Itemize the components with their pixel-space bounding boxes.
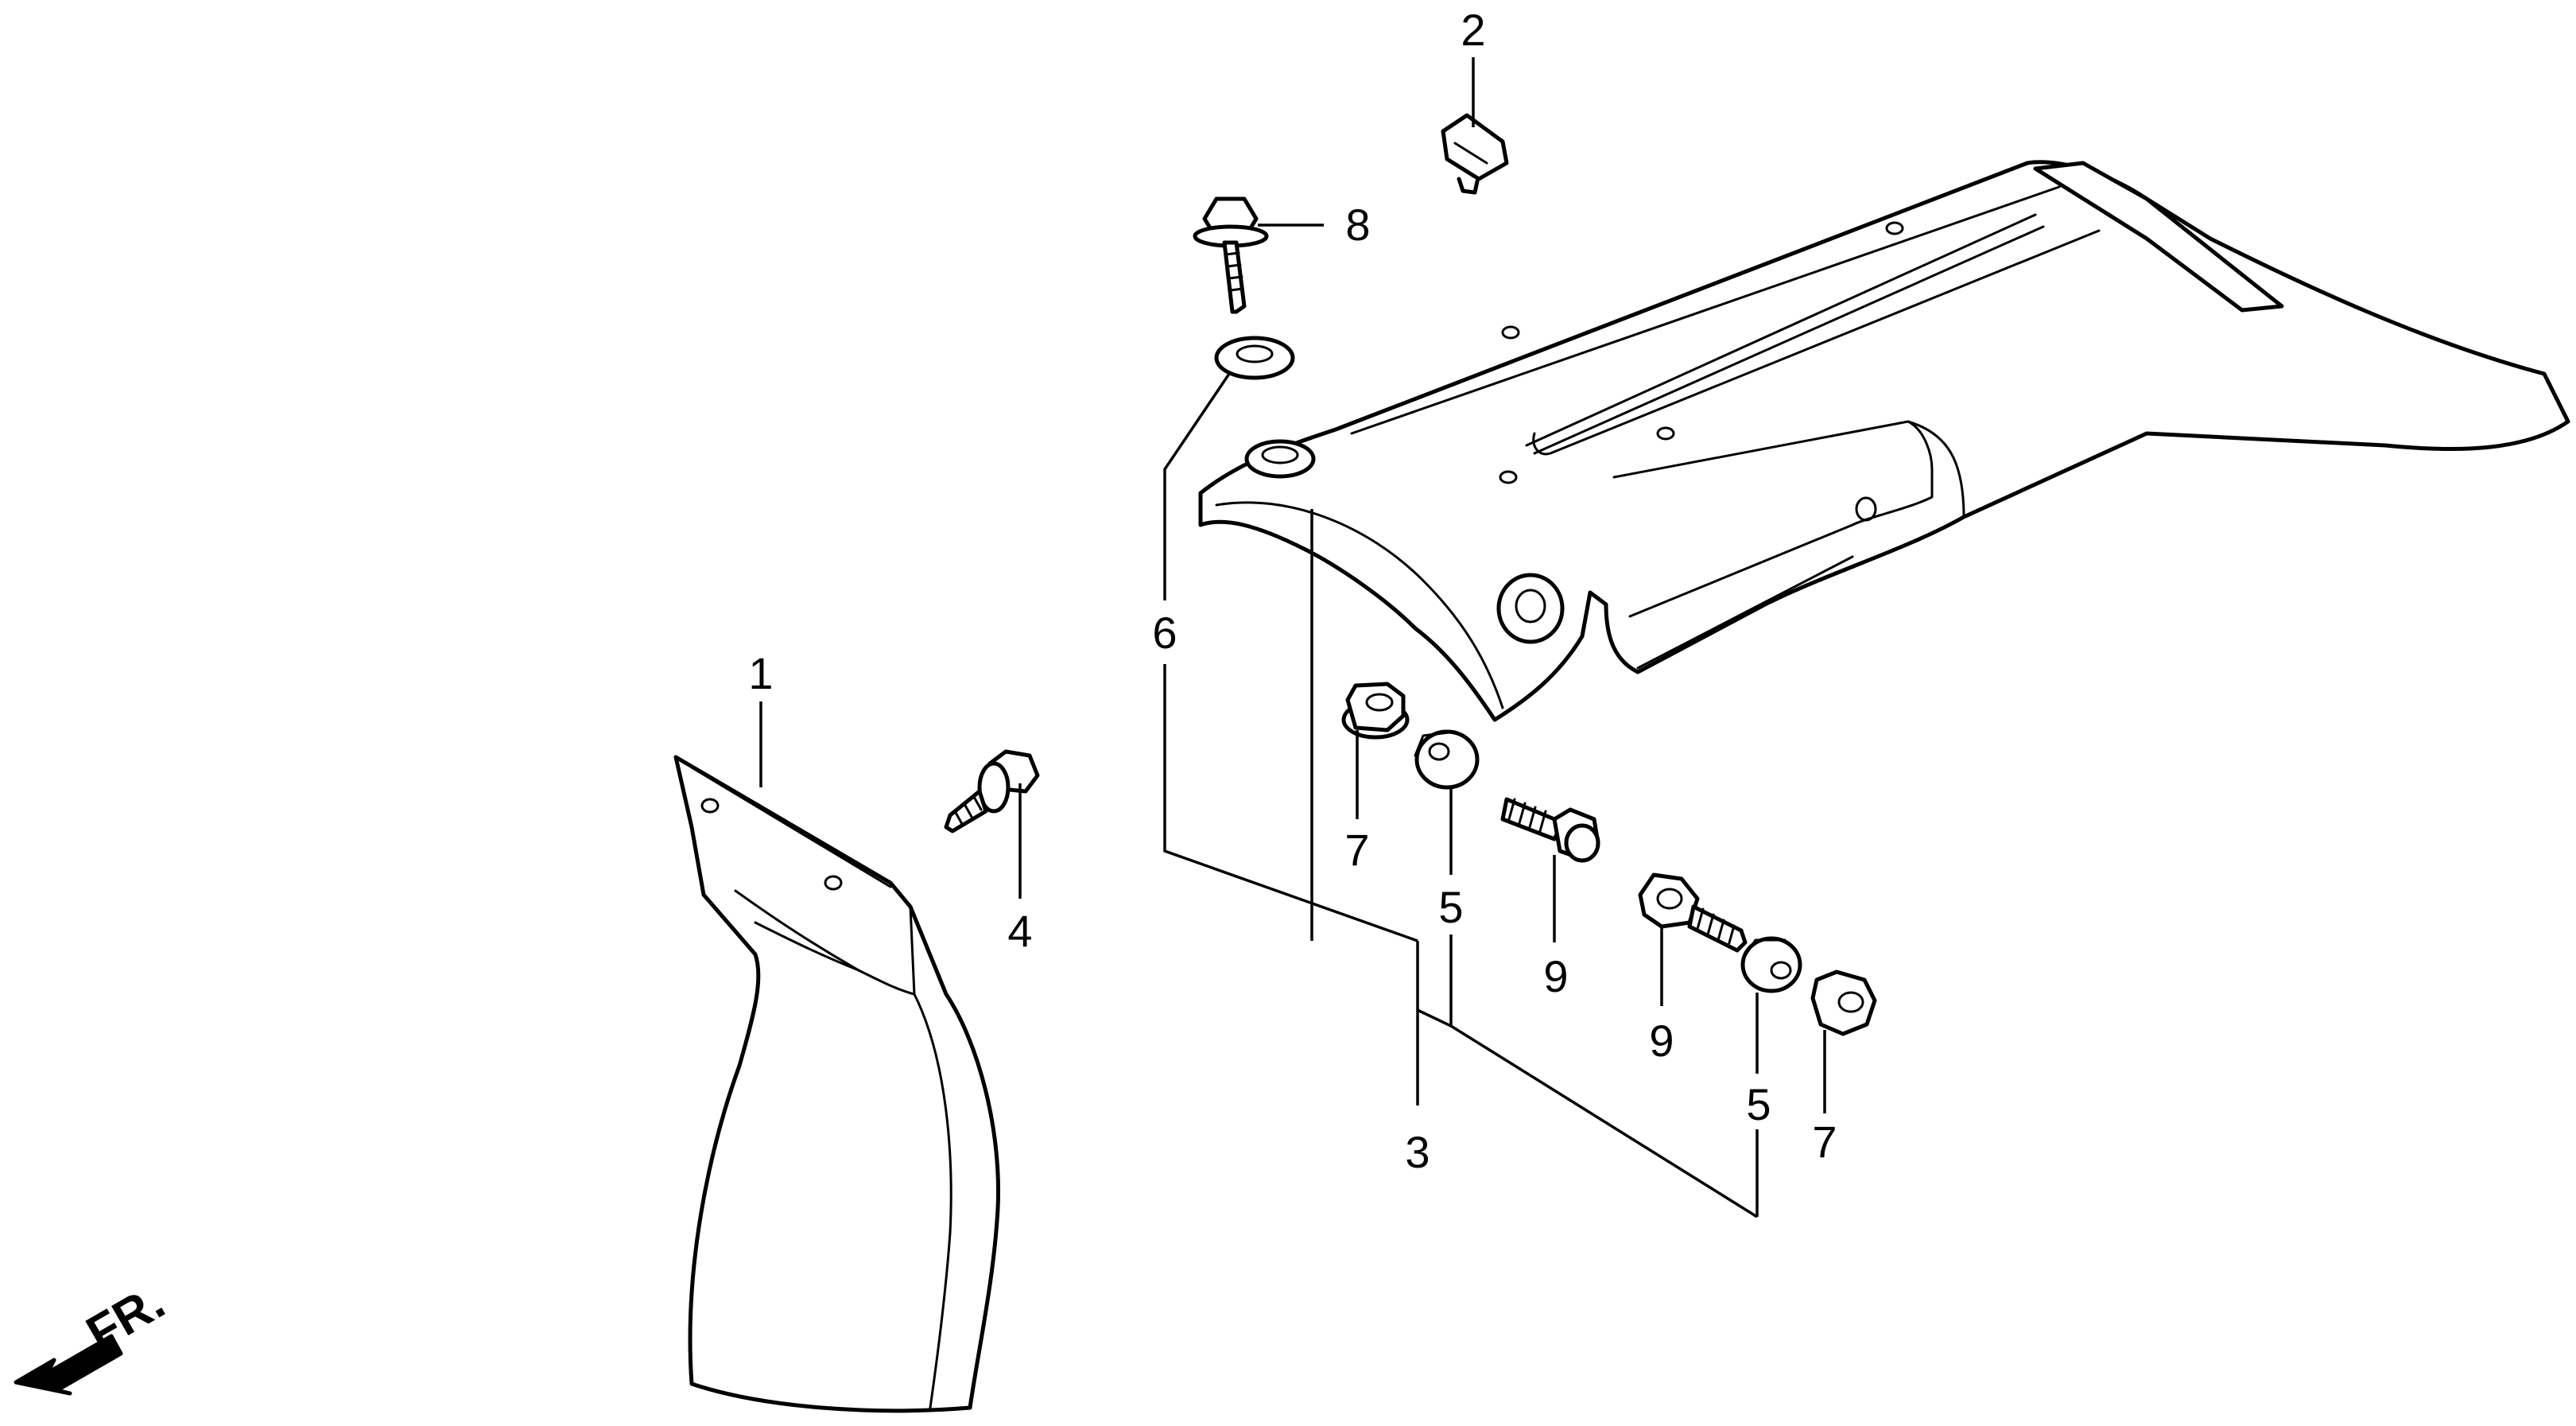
- flange-nut-part-7-upper: [1341, 682, 1410, 740]
- bolt-part-8: [1193, 196, 1269, 314]
- front-direction-indicator: FR.: [14, 1274, 173, 1396]
- flange-nut-part-7-lower: [1810, 969, 1877, 1036]
- callout-7-lower: 7: [1812, 1117, 1837, 1167]
- callout-3: 3: [1405, 1127, 1430, 1177]
- callout-labels: 1 2 3 4 5 5 6 7 7 8 9 9: [748, 5, 1837, 1177]
- callout-5-lower: 5: [1746, 1079, 1771, 1129]
- callout-9-lower: 9: [1649, 1016, 1674, 1066]
- washer-part-5-lower: [1740, 936, 1802, 993]
- clip-part-2: [1441, 113, 1509, 195]
- bolt-part-9-lower: [1638, 872, 1748, 953]
- grommet-part-6: [1214, 336, 1295, 380]
- callout-5-upper: 5: [1438, 882, 1463, 932]
- bolt-part-9-upper: [1500, 797, 1600, 863]
- front-arrow-icon: [14, 1334, 123, 1396]
- rear-fender: [1198, 160, 2570, 722]
- bolt-part-4: [944, 749, 1040, 833]
- callout-2: 2: [1461, 5, 1485, 55]
- washer-part-5-upper: [1414, 729, 1480, 790]
- callout-4: 4: [1007, 906, 1032, 956]
- leader-lines: [759, 57, 1826, 1218]
- callout-7-upper: 7: [1344, 825, 1369, 875]
- callout-9-upper: 9: [1543, 951, 1568, 1001]
- mud-flap-part-1: [673, 755, 1001, 1413]
- callout-6: 6: [1152, 608, 1177, 658]
- callout-8: 8: [1345, 200, 1370, 250]
- callout-1: 1: [748, 648, 773, 698]
